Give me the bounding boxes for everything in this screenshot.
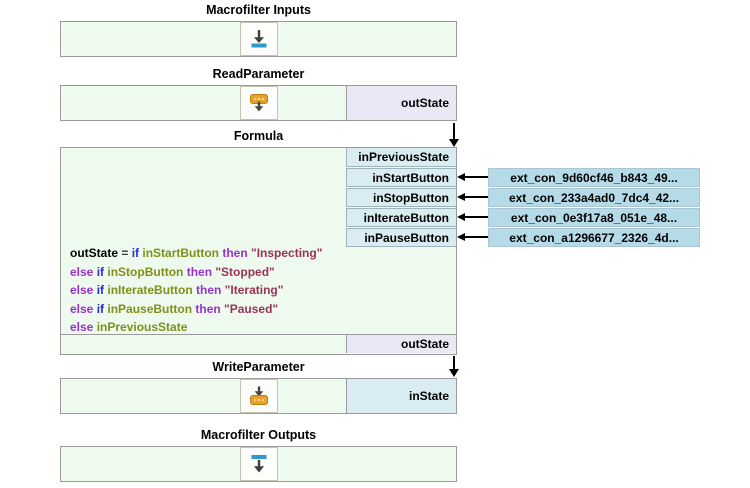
- block-macrofilter-inputs[interactable]: [60, 21, 457, 57]
- connection-outstate-to-formula: [453, 123, 455, 139]
- connection-arrowhead-icon: [449, 139, 459, 147]
- formula-token: if: [96, 264, 108, 279]
- macrofilter-input-icon: [239, 22, 278, 56]
- formula-token: inIterateButton: [107, 283, 193, 297]
- formula-token: =: [118, 246, 132, 260]
- formula-line: else if inPauseButton then "Paused": [70, 300, 405, 319]
- connection-arrowhead-icon: [457, 193, 465, 201]
- port-label: inStartButton: [372, 170, 449, 185]
- formula-token: "Inspecting": [251, 246, 323, 260]
- formula-token: else: [70, 320, 97, 334]
- port-label: inPauseButton: [364, 230, 449, 245]
- port-writeparameter-instate[interactable]: inState: [346, 379, 456, 413]
- connection-arrowhead-icon: [457, 173, 465, 181]
- port-formula-inpreviousstate[interactable]: inPreviousState: [346, 148, 456, 167]
- block-title-formula: Formula: [233, 129, 284, 143]
- formula-code: outState = if inStartButton then "Inspec…: [70, 244, 405, 337]
- formula-token: "Stopped": [215, 264, 275, 279]
- port-formula-inpausebutton[interactable]: inPauseButton: [346, 228, 456, 247]
- formula-input-ports: inPreviousState inStartButton inStopButton…: [346, 148, 456, 248]
- macrofilter-output-icon: [239, 447, 278, 481]
- port-readparameter-outstate[interactable]: outState: [346, 86, 456, 120]
- formula-token: then: [183, 264, 216, 279]
- formula-token: if: [96, 283, 108, 297]
- port-label: inIterateButton: [363, 210, 449, 225]
- block-write-parameter[interactable]: inState: [60, 378, 457, 414]
- formula-token: inPreviousState: [96, 320, 188, 334]
- formula-token: inStartButton: [142, 246, 220, 260]
- formula-token: else: [70, 283, 97, 297]
- external-connection-label[interactable]: ext_con_233a4ad0_7dc4_42...: [488, 188, 700, 207]
- external-connection-line: [464, 216, 488, 218]
- external-connection-label[interactable]: ext_con_9d60cf46_b843_49...: [488, 168, 700, 187]
- formula-line: else inPreviousState: [70, 318, 405, 337]
- formula-token: "Iterating": [224, 283, 284, 297]
- block-title-macrofilter-outputs: Macrofilter Outputs: [200, 428, 317, 442]
- formula-token: then: [192, 301, 225, 316]
- external-connection-line: [464, 236, 488, 238]
- block-formula[interactable]: inPreviousState inStartButton inStopButton…: [60, 147, 457, 355]
- port-formula-instartbutton[interactable]: inStartButton: [346, 168, 456, 187]
- port-label: outState: [401, 337, 449, 351]
- formula-token: inPauseButton: [107, 301, 193, 316]
- port-formula-instopbutton[interactable]: inStopButton: [346, 188, 456, 207]
- block-title-macrofilter-inputs: Macrofilter Inputs: [206, 3, 311, 17]
- formula-line: else if inIterateButton then "Iterating": [70, 281, 405, 300]
- formula-footer: outState: [61, 334, 456, 354]
- formula-token: else: [70, 264, 97, 279]
- formula-token: if: [131, 246, 143, 260]
- external-connection-label[interactable]: ext_con_0e3f17a8_051e_48...: [488, 208, 700, 227]
- connection-arrowhead-icon: [457, 233, 465, 241]
- external-connection-line: [464, 176, 488, 178]
- formula-token: outState: [70, 246, 118, 260]
- formula-token: else: [70, 301, 97, 316]
- external-connection-label[interactable]: ext_con_a1296677_2326_4d...: [488, 228, 700, 247]
- write-parameter-icon: [239, 379, 278, 413]
- connection-arrowhead-icon: [449, 369, 459, 377]
- external-connection-line: [464, 196, 488, 198]
- formula-token: then: [219, 246, 252, 260]
- formula-line: outState = if inStartButton then "Inspec…: [70, 244, 405, 263]
- port-label: outState: [401, 96, 449, 110]
- port-label: inStopButton: [373, 190, 449, 205]
- block-read-parameter[interactable]: outState: [60, 85, 457, 121]
- formula-token: inStopButton: [107, 264, 184, 279]
- formula-line: else if inStopButton then "Stopped": [70, 263, 405, 282]
- port-formula-outstate[interactable]: outState: [346, 335, 456, 353]
- formula-token: if: [96, 301, 108, 316]
- port-formula-initeratebutton[interactable]: inIterateButton: [346, 208, 456, 227]
- port-label: inPreviousState: [358, 150, 449, 164]
- connection-arrowhead-icon: [457, 213, 465, 221]
- block-title-write-parameter: WriteParameter: [212, 360, 305, 374]
- read-parameter-icon: [239, 86, 278, 120]
- formula-token: then: [192, 283, 225, 297]
- block-title-read-parameter: ReadParameter: [212, 67, 305, 81]
- block-macrofilter-outputs[interactable]: [60, 446, 457, 482]
- connection-formula-to-writeparameter: [453, 356, 455, 369]
- port-label: inState: [408, 389, 449, 403]
- formula-token: "Paused": [224, 301, 279, 316]
